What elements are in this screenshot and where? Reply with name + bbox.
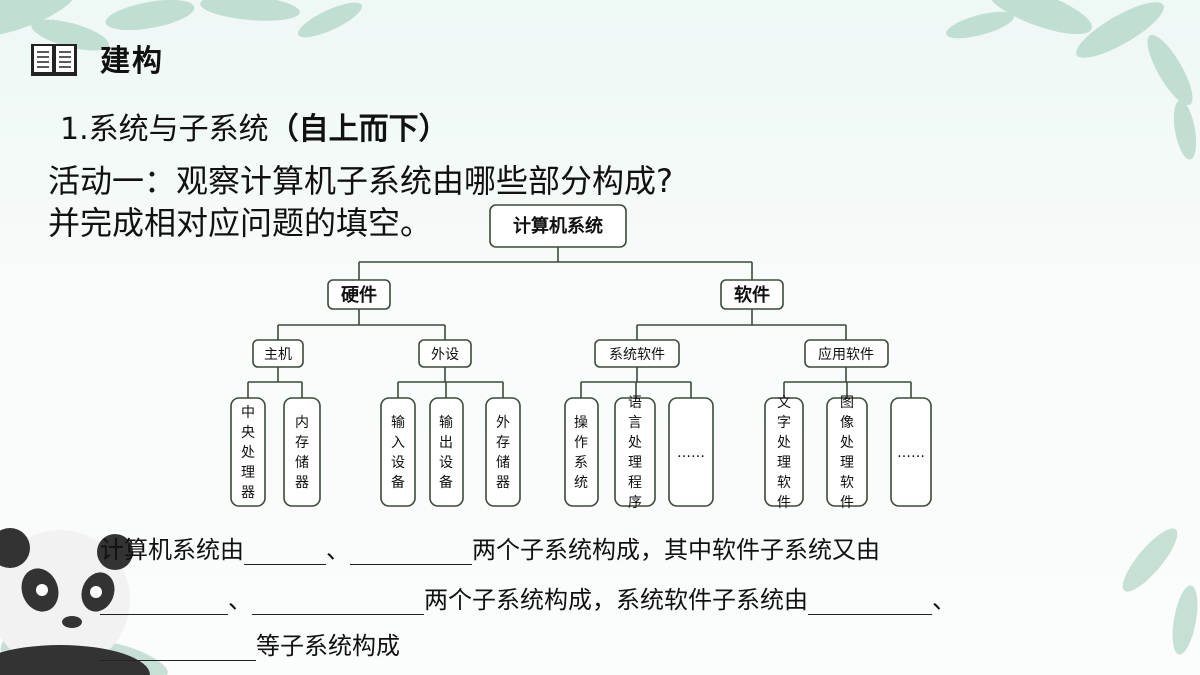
leaf-char: 输 (439, 415, 453, 431)
leaf-char: 设 (391, 455, 405, 471)
leaf-char: 处 (840, 435, 854, 451)
node-peripheral (418, 339, 472, 368)
leaf-char: …… (897, 445, 925, 461)
node-application-software (804, 339, 889, 368)
leaf-char: 理 (777, 455, 791, 471)
section-title: 1.系统与子系统（自上而下） (60, 104, 449, 148)
section-number: 1. (60, 112, 89, 147)
leaf-char: 存 (295, 435, 309, 451)
activity-text: 活动一：观察计算机子系统由哪些部分构成? 并完成相对应问题的填空。 (48, 160, 673, 244)
node-software-label: 软件 (734, 284, 770, 306)
leaf-char: 处 (628, 435, 642, 451)
fill-text: 、 (326, 536, 350, 564)
leaf-labels: 中央处理器内存储器输入设备输出设备外存储器操作系统语言处理程序……文字处理软件图… (241, 395, 925, 511)
node-system-software (594, 339, 680, 368)
leaf-box (764, 397, 804, 507)
node-host (252, 339, 304, 368)
fill-text: 、 (228, 586, 252, 614)
blank-field[interactable] (244, 540, 326, 565)
leaf-char: 处 (241, 445, 255, 461)
leaf-char: 程 (628, 475, 642, 491)
leaf-char: 备 (439, 474, 453, 491)
leaf-char: 央 (241, 425, 255, 441)
leaf-box (668, 397, 714, 507)
leaf-box (614, 397, 656, 507)
blank-field[interactable] (252, 590, 424, 615)
leaf-char: 储 (295, 455, 309, 471)
leaf-char: 理 (840, 455, 854, 471)
book-icon (31, 44, 77, 76)
leaf-char: 图 (840, 395, 854, 411)
leaf-box (485, 397, 521, 507)
fill-line-3: 等子系统构成 (100, 626, 400, 661)
node-host-label: 主机 (264, 347, 292, 363)
node-root-label: 计算机系统 (513, 215, 603, 237)
leaf-box (230, 397, 266, 507)
leaf-char: 器 (241, 485, 255, 501)
node-root (489, 204, 627, 248)
leaf-char: 内 (295, 415, 309, 431)
blank-field[interactable] (350, 540, 472, 565)
section-paren: （自上而下） (268, 112, 449, 147)
leaf-char: …… (677, 445, 705, 461)
leaf-char: 出 (439, 435, 453, 451)
leaf-box (826, 397, 868, 507)
blank-field[interactable] (100, 636, 256, 661)
leaf-char: 字 (777, 415, 791, 431)
fill-text: 、 (932, 586, 956, 614)
leaf-char: 设 (439, 455, 453, 471)
leaf-char: 入 (391, 435, 405, 451)
leaf-char: 理 (241, 465, 255, 481)
leaf-char: 储 (496, 455, 510, 471)
leaf-char: 统 (574, 475, 588, 491)
leaf-char: 备 (391, 474, 405, 491)
section-name: 系统与子系统 (88, 112, 269, 147)
leaf-box (283, 397, 321, 507)
leaf-char: 软 (777, 475, 791, 491)
leaf-char: 言 (628, 415, 642, 431)
leaf-char: 件 (840, 495, 854, 511)
leaf-char: 件 (777, 495, 791, 511)
leaf-char: 序 (628, 495, 642, 511)
node-peripheral-label: 外设 (431, 347, 459, 363)
leaf-char: 存 (496, 435, 510, 451)
leaf-box (564, 397, 599, 507)
fill-text: 两个子系统构成，系统软件子系统由 (424, 586, 808, 614)
leaf-char: 操 (574, 415, 588, 431)
leaf-box (890, 397, 932, 507)
leaf-char: 语 (628, 395, 642, 411)
leaf-char: 处 (777, 435, 791, 451)
leaf-char: 器 (295, 475, 309, 491)
node-system-software-label: 系统软件 (609, 347, 665, 363)
blank-field[interactable] (100, 590, 228, 615)
node-hardware-label: 硬件 (341, 284, 377, 306)
leaf-char: 像 (840, 415, 854, 431)
leaf-char: 中 (241, 405, 255, 421)
fill-text: 两个子系统构成，其中软件子系统又由 (472, 536, 880, 564)
leaf-box (380, 397, 416, 507)
node-application-software-label: 应用软件 (818, 346, 874, 363)
leaf-char: 外 (496, 415, 510, 431)
leaf-char: 器 (496, 475, 510, 491)
leaf-char: 文 (777, 395, 791, 411)
node-hardware (327, 279, 391, 310)
fill-line-1: 计算机系统由 、 两个子系统构成，其中软件子系统又由 (100, 530, 880, 565)
leaf-char: 输 (391, 415, 405, 431)
leaf-box (429, 397, 464, 507)
leaf-char: 作 (574, 435, 588, 451)
fill-text: 等子系统构成 (256, 632, 400, 660)
fill-line-2: 、 两个子系统构成，系统软件子系统由 、 (100, 580, 956, 615)
activity-line-2: 并完成相对应问题的填空。 (48, 204, 433, 242)
node-software (720, 279, 784, 310)
fill-text: 计算机系统由 (100, 536, 244, 564)
leaf-char: 软 (840, 475, 854, 491)
leaf-char: 理 (628, 455, 642, 471)
leaf-char: 系 (574, 455, 588, 471)
blank-field[interactable] (808, 590, 932, 615)
activity-line-1: 活动一：观察计算机子系统由哪些部分构成? (48, 162, 673, 200)
header-title: 建构 (100, 44, 164, 79)
